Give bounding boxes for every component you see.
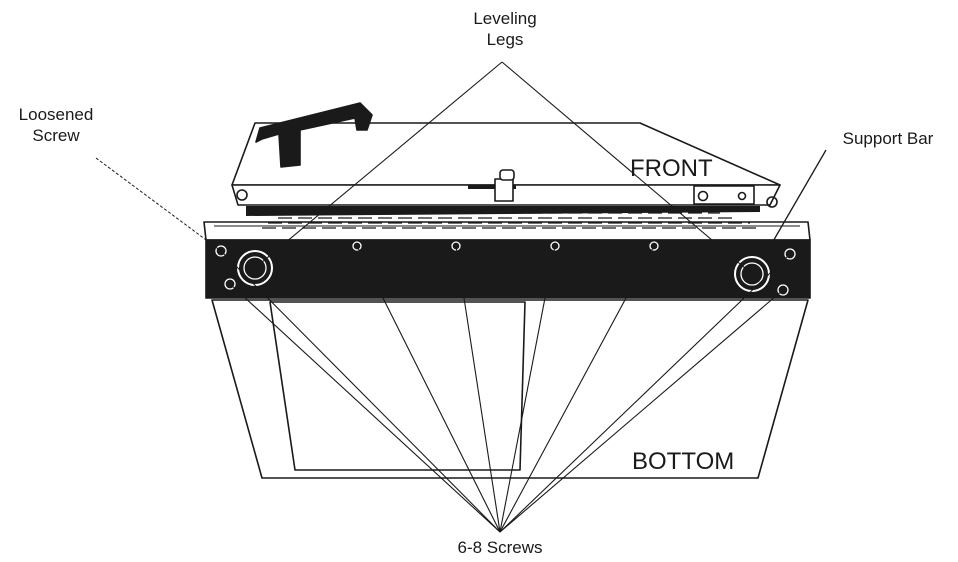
loosened-screw-line1: Loosened	[18, 105, 94, 124]
screw-leader-lines	[220, 245, 791, 533]
strip-hole-left	[236, 189, 248, 201]
strip-hole-right	[766, 196, 778, 208]
screws-label: 6-8 Screws	[457, 538, 543, 557]
front-label: FRONT	[630, 155, 713, 182]
bottom-panel	[269, 301, 526, 471]
latch-block	[494, 178, 514, 202]
leveling-legs-line2: Legs	[486, 30, 524, 49]
handle	[255, 102, 373, 168]
support-bar-label: Support Bar	[842, 129, 934, 148]
leveling-legs-line1: Leveling	[473, 9, 537, 28]
support-bar	[205, 239, 811, 299]
bottom-label: BOTTOM	[632, 448, 735, 475]
latch-knob	[499, 169, 515, 181]
vent-dashes	[262, 212, 760, 229]
loosened-screw-label: Loosened Screw	[6, 104, 106, 146]
leveling-leader-lines	[254, 61, 753, 275]
upper-rail	[203, 221, 811, 241]
loosened-screw-leader	[95, 157, 222, 252]
support-bar-leader	[767, 149, 827, 251]
loosened-screw-line2: Screw	[32, 126, 80, 145]
strip-bracket-right	[693, 185, 755, 205]
leveling-legs-label: Leveling Legs	[455, 8, 555, 50]
